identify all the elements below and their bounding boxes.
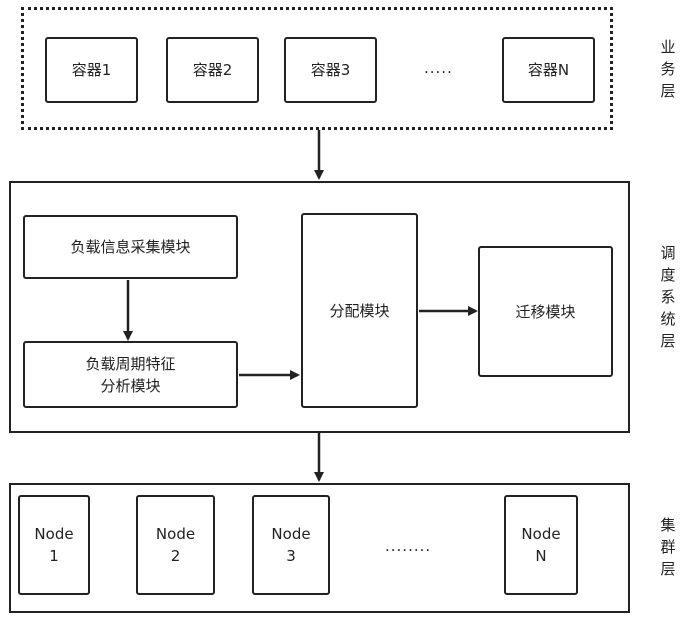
arrows-overlay [0, 0, 687, 621]
